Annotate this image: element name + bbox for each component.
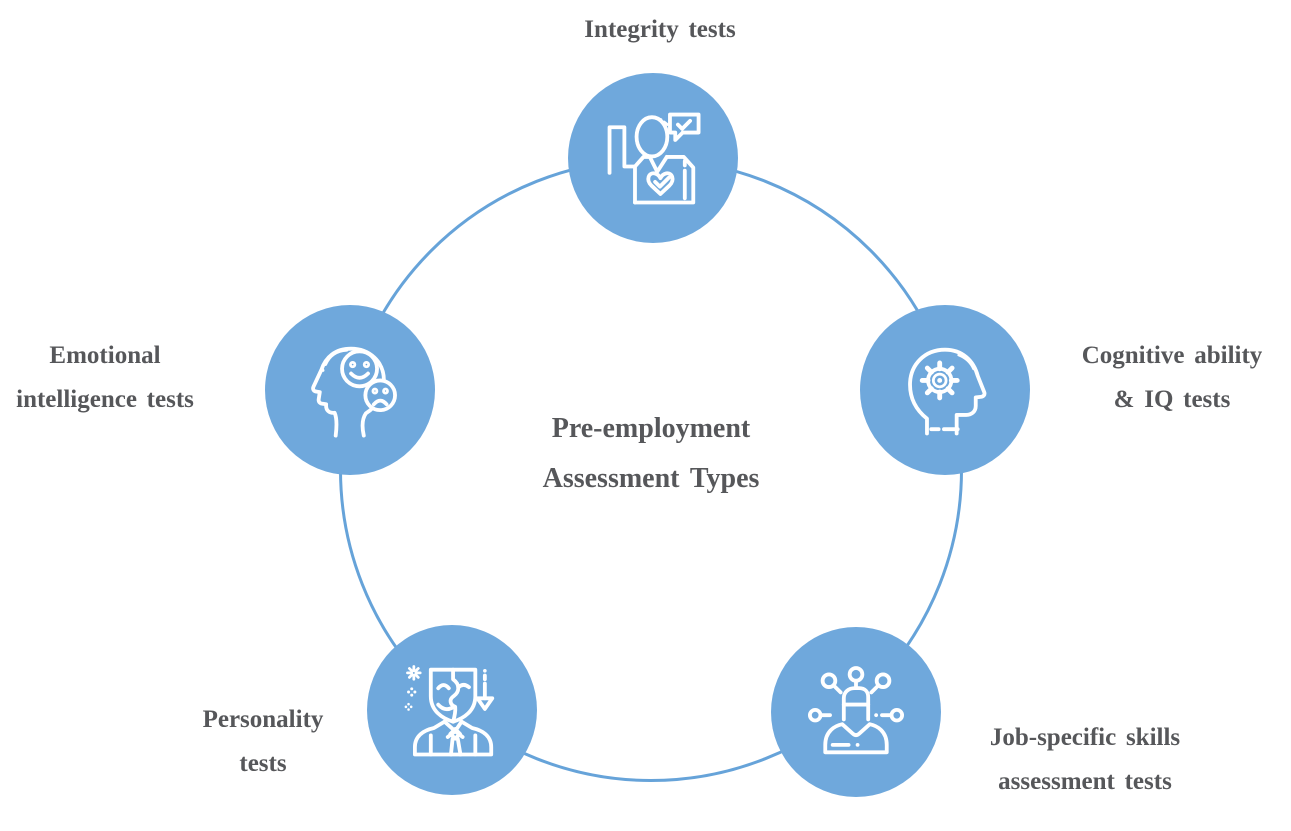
node-label-personality: Personality tests	[203, 698, 324, 786]
node-label-cognitive: Cognitive ability & IQ tests	[1082, 334, 1263, 422]
node-label-personality-line2: tests	[239, 750, 287, 777]
node-label-emotional-line2: intelligence tests	[16, 386, 194, 413]
node-label-emotional: Emotional intelligence tests	[16, 334, 194, 422]
node-circle-integrity	[568, 73, 738, 243]
node-label-jobskills: Job-specific skills assessment tests	[990, 716, 1180, 804]
node-label-integrity-line1: Integrity tests	[584, 16, 736, 43]
oath-person-heart-icon	[607, 112, 701, 205]
page-title-line1: Pre-employment	[551, 413, 751, 444]
head-gear-icon	[908, 347, 987, 436]
page-title: Pre-employment Assessment Types	[543, 404, 760, 504]
node-circle-emotional	[265, 305, 435, 475]
node-label-cognitive-line1: Cognitive ability	[1081, 342, 1263, 369]
node-label-personality-line1: Personality	[202, 706, 324, 733]
node-circle-jobskills	[771, 627, 941, 797]
node-label-integrity: Integrity tests	[584, 8, 735, 52]
node-label-emotional-line1: Emotional	[49, 342, 161, 369]
theater-mask-faces-icon	[404, 665, 495, 757]
node-label-jobskills-line1: Job-specific skills	[989, 724, 1181, 751]
node-label-cognitive-line2: & IQ tests	[1113, 386, 1231, 413]
page-title-line2: Assessment Types	[542, 463, 760, 494]
head-emotions-faces-icon	[311, 346, 397, 438]
node-label-jobskills-line2: assessment tests	[998, 768, 1172, 795]
node-circle-personality	[367, 625, 537, 795]
node-circle-cognitive	[860, 305, 1030, 475]
person-skills-network-icon	[807, 666, 905, 755]
